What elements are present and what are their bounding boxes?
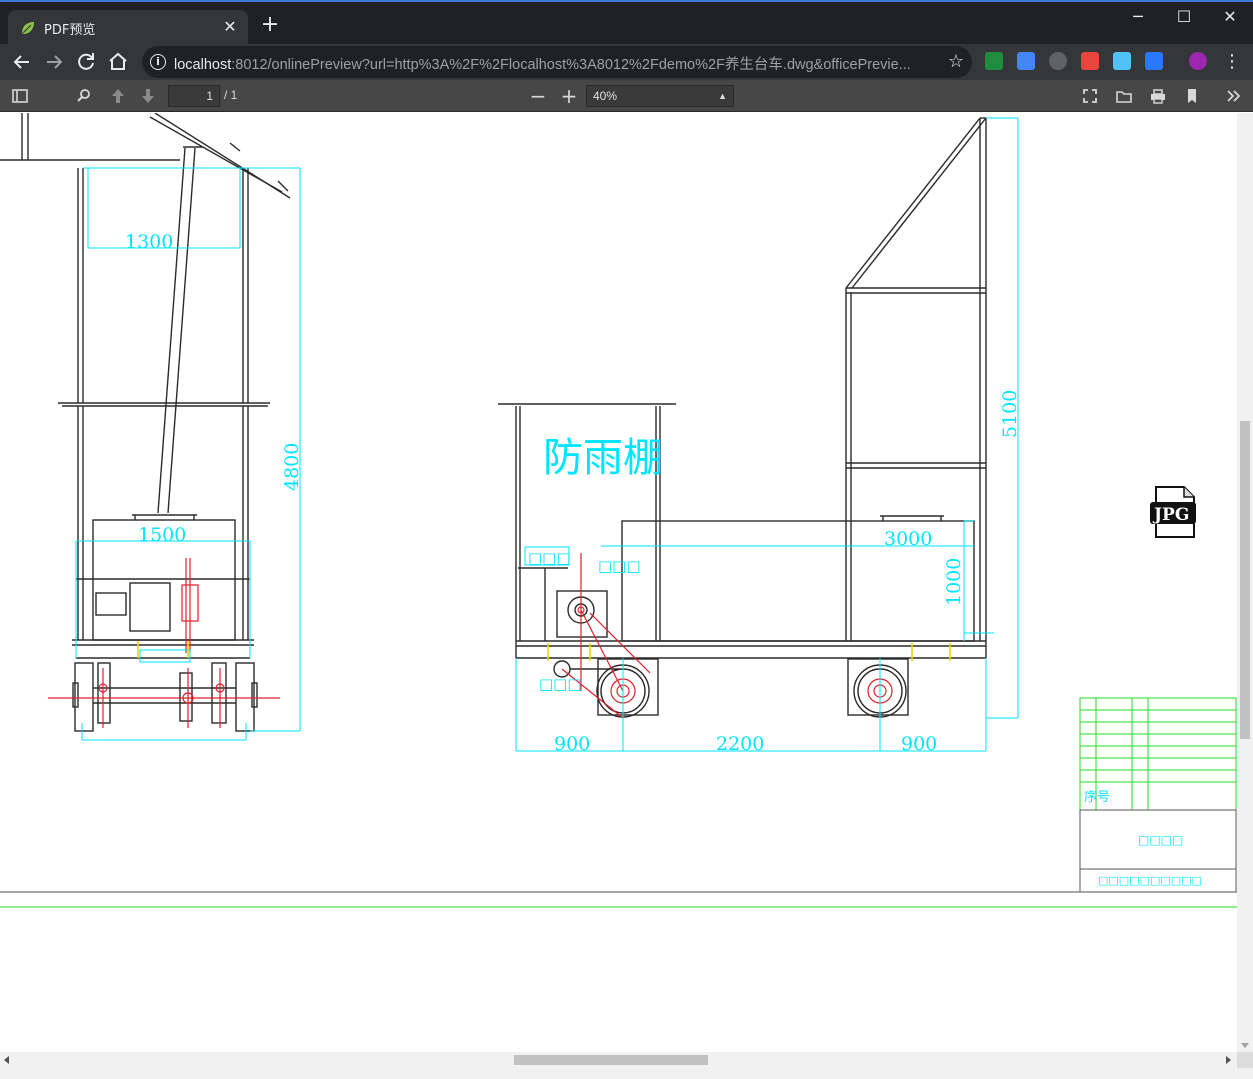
left-red-details (48, 558, 280, 728)
home-icon (109, 52, 127, 70)
zoom-in-button[interactable]: + (560, 84, 578, 108)
zoom-out-button[interactable]: − (529, 84, 547, 108)
scrollbar-corner (1237, 1052, 1253, 1068)
placeholder-label-3: □□□ (539, 675, 582, 693)
print-button[interactable] (1146, 84, 1170, 108)
back-button[interactable] (10, 50, 34, 74)
page-number-input[interactable]: 1 (168, 85, 220, 107)
tools-menu-button[interactable] (1222, 84, 1246, 108)
search-icon (77, 89, 90, 102)
right-elevation (498, 117, 987, 718)
vertical-scrollbar[interactable] (1237, 113, 1253, 1052)
forward-button[interactable] (42, 50, 66, 74)
arrow-right-icon (47, 55, 63, 69)
pdf-page-viewport[interactable]: 1300 1500 4800 (0, 113, 1237, 1052)
dim-1300: 1300 (125, 231, 173, 253)
extension-bird-icon[interactable] (1145, 52, 1163, 70)
previous-page-button[interactable] (106, 84, 130, 108)
arrow-up-icon (112, 89, 124, 103)
arrow-left-icon (13, 55, 29, 69)
page-count: / 1 (224, 88, 238, 102)
minimize-button[interactable]: ─ (1133, 7, 1143, 26)
reload-button[interactable] (74, 50, 98, 74)
horizontal-scrollbar[interactable] (0, 1052, 1237, 1068)
url-text[interactable]: localhost:8012/onlinePreview?url=http%3A… (174, 53, 934, 74)
window-close-button[interactable]: ✕ (1223, 7, 1237, 26)
scroll-right-arrow-icon[interactable] (1226, 1056, 1231, 1064)
horizontal-scroll-thumb[interactable] (514, 1055, 708, 1065)
browser-tabstrip: PDF预览 ✕ + ─ ☐ ✕ (0, 0, 1253, 46)
bookmark-button[interactable] (1180, 84, 1204, 108)
rain-shed-label: 防雨棚 (543, 435, 663, 481)
vertical-scroll-thumb[interactable] (1240, 421, 1250, 739)
extension-circle-icon[interactable] (1049, 52, 1067, 70)
placeholder-label-1: □□□ (528, 549, 571, 567)
table-title: □□□□ (1138, 833, 1183, 847)
url-host: localhost (174, 57, 232, 73)
window-bottom-edge (0, 1068, 1253, 1079)
dim-1000: 1000 (943, 558, 965, 606)
bookmark-star-icon[interactable]: ☆ (947, 51, 964, 72)
right-red-details (561, 553, 893, 719)
scroll-down-arrow-icon[interactable] (1241, 1043, 1249, 1048)
dim-1500: 1500 (138, 524, 186, 546)
parts-list-table (1079, 697, 1237, 811)
browser-tab[interactable]: PDF预览 ✕ (8, 10, 248, 46)
fullscreen-icon (1083, 89, 1097, 103)
dim-4800: 4800 (281, 443, 303, 491)
arrow-down-icon (142, 89, 154, 103)
dim-3000: 3000 (884, 528, 932, 550)
url-path: :8012/onlinePreview?url=http%3A%2F%2Floc… (231, 57, 911, 73)
dim-900-right: 900 (901, 733, 937, 755)
cad-drawing: 1300 1500 4800 (0, 113, 1237, 908)
presentation-mode-button[interactable] (1078, 84, 1102, 108)
profile-avatar[interactable] (1189, 52, 1207, 70)
double-chevron-right-icon (1227, 90, 1241, 102)
zoom-value: 40% (593, 89, 618, 103)
tab-title: PDF预览 (44, 23, 96, 38)
left-yellow-marks (137, 641, 189, 658)
home-button[interactable] (106, 50, 130, 74)
scroll-left-arrow-icon[interactable] (4, 1056, 9, 1064)
printer-icon (1151, 89, 1165, 104)
right-yellow-marks (547, 643, 951, 661)
maximize-button[interactable]: ☐ (1176, 7, 1192, 26)
info-icon[interactable]: i (150, 54, 166, 70)
sidebar-icon (12, 89, 28, 103)
browser-navbar: i localhost:8012/onlinePreview?url=http%… (0, 44, 1253, 80)
folder-icon (1116, 91, 1132, 103)
bookmark-icon (1188, 89, 1196, 103)
next-page-button[interactable] (136, 84, 160, 108)
table-footer: □□□□□□□□□□ (1098, 874, 1202, 887)
new-tab-button[interactable]: + (260, 12, 280, 37)
placeholder-label-2: □□□ (598, 557, 641, 575)
find-button[interactable] (72, 84, 96, 108)
dim-2200: 2200 (716, 733, 764, 755)
pdf-toolbar: 1 / 1 − + 40% ▲ (0, 80, 1253, 112)
chevron-updown-icon: ▲ (718, 91, 727, 101)
dim-5100: 5100 (999, 390, 1021, 438)
address-bar[interactable]: i localhost:8012/onlinePreview?url=http%… (142, 46, 972, 78)
right-dimensions (515, 117, 1019, 752)
open-file-button[interactable] (1112, 84, 1136, 108)
extension-t-icon[interactable] (985, 52, 1003, 70)
left-dimensions (75, 167, 301, 741)
sidebar-toggle-button[interactable] (8, 84, 32, 108)
dim-900-left: 900 (554, 733, 590, 755)
left-elevation (0, 113, 291, 732)
reload-icon (78, 53, 94, 70)
extension-translate-icon[interactable] (1017, 52, 1035, 70)
leaf-icon (22, 22, 34, 34)
extension-cloud-icon[interactable] (1113, 52, 1131, 70)
table-header-seq: 序号 (1084, 790, 1110, 805)
browser-menu-icon[interactable]: ⋮ (1223, 51, 1241, 72)
tab-close-icon[interactable]: ✕ (223, 17, 237, 36)
jpg-badge-text: JPG (1152, 505, 1189, 525)
jpg-file-icon: JPG (1150, 486, 1196, 538)
zoom-select[interactable]: 40% ▲ (586, 85, 734, 107)
extension-red-icon[interactable] (1081, 52, 1099, 70)
